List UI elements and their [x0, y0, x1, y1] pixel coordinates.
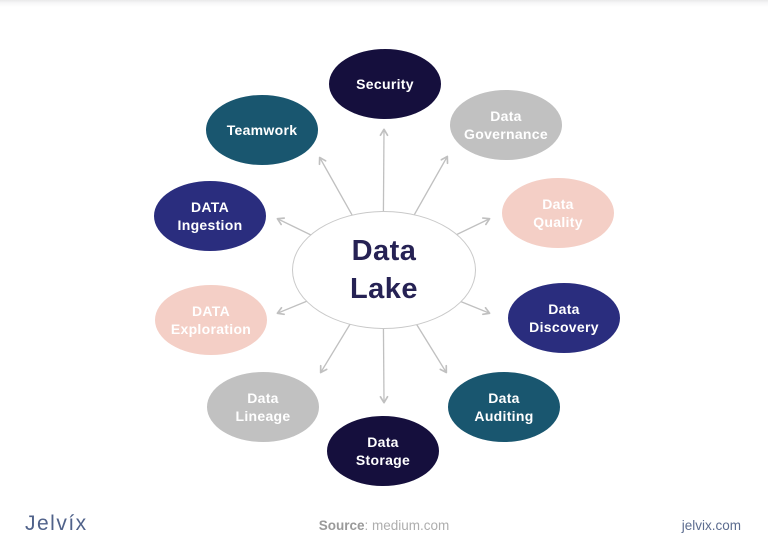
node-data-exploration: DATA Exploration: [155, 285, 267, 355]
node-teamwork: Teamwork: [206, 95, 318, 165]
center-label-line: Data: [351, 235, 417, 267]
node-label-line: Auditing: [474, 408, 534, 424]
source-attribution: Source: medium.com: [0, 518, 768, 533]
node-label-line: Data: [367, 434, 399, 450]
data-lake-center-node: Data Lake: [292, 211, 476, 329]
jelvix-logo: Jelvíx: [25, 512, 88, 535]
footer: Jelvíx Source: medium.com jelvix.com: [0, 506, 768, 546]
node-security: Security: [329, 49, 441, 119]
node-label-line: Security: [356, 76, 414, 92]
node-label-line: Quality: [533, 214, 583, 230]
node-label-line: Data: [490, 108, 522, 124]
node-label-line: DATA: [191, 303, 230, 319]
website-link[interactable]: jelvix.com: [681, 518, 741, 533]
node-label-line: Data: [488, 390, 520, 406]
node-label-line: Governance: [464, 126, 548, 142]
source-value: : medium.com: [364, 518, 450, 533]
node-label-line: Teamwork: [226, 122, 298, 138]
node-label-line: Storage: [355, 452, 411, 468]
node-label-line: Data: [247, 390, 279, 406]
node-label-line: Lineage: [235, 408, 291, 424]
node-label-line: Data: [548, 301, 580, 317]
center-label-line: Lake: [349, 273, 419, 305]
node-label-line: Data: [542, 196, 574, 212]
node-label-line: Exploration: [170, 321, 252, 337]
node-data-ingestion: DATA Ingestion: [154, 181, 266, 251]
node-label-line: Discovery: [529, 319, 599, 335]
node-label-line: Ingestion: [177, 217, 243, 233]
source-label: Source: [318, 518, 365, 533]
node-label-line: DATA: [190, 199, 229, 215]
